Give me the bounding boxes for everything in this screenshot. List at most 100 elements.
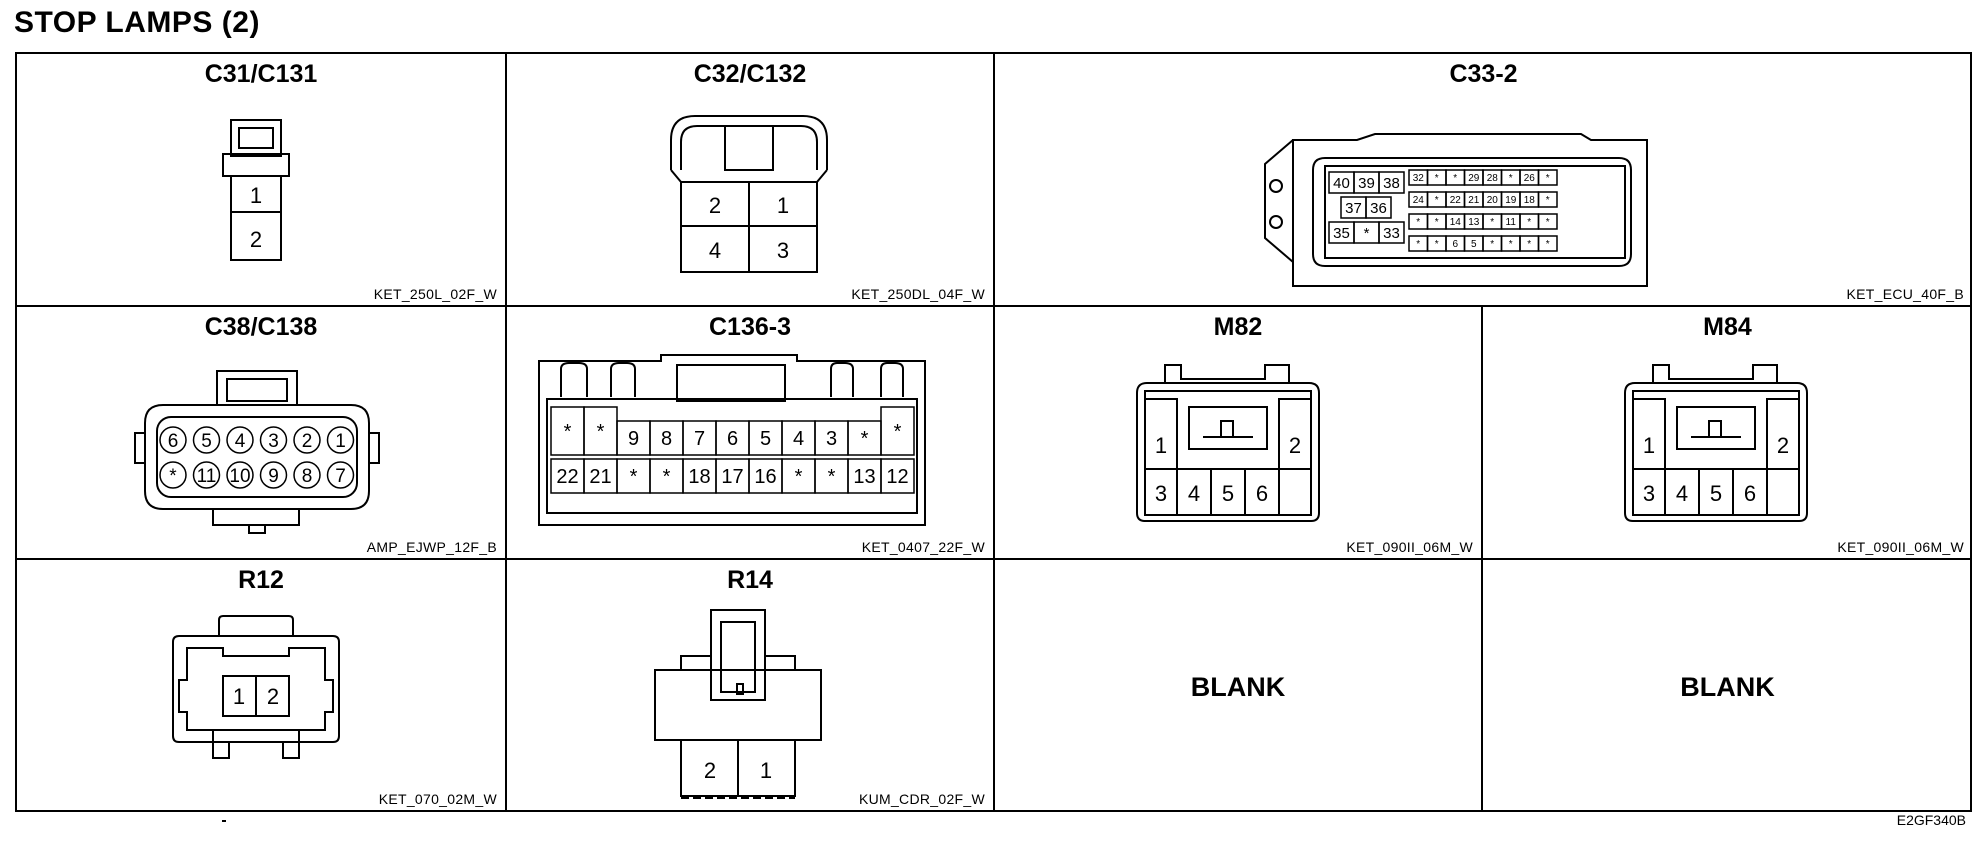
pin-4: 4 bbox=[1676, 481, 1688, 506]
pin-label: 37 bbox=[1345, 200, 1362, 217]
pin-label: 6 bbox=[168, 431, 179, 452]
pin-cell: 21 bbox=[1463, 191, 1484, 208]
connector-title: M84 bbox=[1703, 313, 1752, 341]
pin-2: 2 bbox=[250, 227, 262, 252]
pin-cell: 7 bbox=[682, 420, 717, 456]
pin-label: 3 bbox=[268, 431, 279, 452]
pin-cell: * bbox=[1482, 235, 1503, 252]
pin-label: * bbox=[564, 421, 572, 443]
pin-cell: 3 bbox=[814, 420, 849, 456]
connector-code: KET_250DL_04F_W bbox=[851, 286, 985, 302]
pin-cell: 16 bbox=[748, 458, 783, 494]
pin-label: 36 bbox=[1370, 200, 1387, 217]
connector-title: C32/C132 bbox=[693, 60, 807, 88]
pin-cell: 9 bbox=[616, 420, 651, 456]
pin-1: 1 bbox=[250, 183, 262, 208]
pin-cell: * bbox=[1426, 213, 1447, 230]
pin-label: * bbox=[630, 466, 638, 488]
cell-m84: M84 1 2 3 4 5 6 KET bbox=[1483, 307, 1972, 560]
pin-cell: 28 bbox=[1482, 169, 1503, 186]
pin-cell: * bbox=[616, 458, 651, 494]
pin-cell: 18 bbox=[1519, 191, 1540, 208]
blank-label: BLANK bbox=[1190, 672, 1286, 702]
pin-label: 22 bbox=[1450, 195, 1462, 206]
pin-cell: 22 bbox=[550, 458, 585, 494]
pin-label: 19 bbox=[1505, 195, 1517, 206]
pin-label: * bbox=[1509, 173, 1513, 184]
pin-cell: 40 bbox=[1328, 171, 1355, 194]
pin-cell: 19 bbox=[1500, 191, 1521, 208]
page-title: STOP LAMPS (2) bbox=[14, 6, 260, 39]
pin-cell: * bbox=[1519, 213, 1540, 230]
pin-cell: * bbox=[583, 406, 618, 456]
connector-grid: C31/C131 1 2 KET_250L_02F_W C32/C132 bbox=[15, 52, 1972, 812]
pin-label: 40 bbox=[1333, 175, 1350, 192]
connector-code: KET_090II_06M_W bbox=[1346, 539, 1473, 555]
pin-cell: 39 bbox=[1353, 171, 1380, 194]
pin-label: 28 bbox=[1487, 173, 1499, 184]
pin-cell: 12 bbox=[880, 458, 915, 494]
pin-label: 24 bbox=[1413, 195, 1425, 206]
pin-1: 1 bbox=[760, 758, 772, 783]
pin-label: 6 bbox=[727, 428, 738, 450]
pin-cell: 14 bbox=[1445, 213, 1466, 230]
connector-code: KET_ECU_40F_B bbox=[1846, 286, 1964, 302]
connector-title: C33-2 bbox=[1449, 60, 1518, 88]
pin-label: 29 bbox=[1468, 173, 1480, 184]
pin-2: 2 bbox=[1289, 433, 1301, 458]
cell-r14: R14 2 1 KUM_CDR_02F_W bbox=[507, 560, 995, 810]
pin-5: 5 bbox=[1222, 481, 1234, 506]
pin-5: 5 bbox=[1710, 481, 1722, 506]
pin-cell: * bbox=[781, 458, 816, 494]
cell-blank-2: BLANK bbox=[1483, 560, 1972, 810]
pin-label: 21 bbox=[589, 466, 611, 488]
pin-label: 6 bbox=[1452, 239, 1458, 250]
pin-cell: * bbox=[1445, 169, 1466, 186]
pin-3: 3 bbox=[1155, 481, 1167, 506]
pin-cell: 22 bbox=[1445, 191, 1466, 208]
pin-cell: * bbox=[1426, 169, 1447, 186]
pin-cell: 2 bbox=[293, 426, 321, 454]
cell-r12: R12 1 2 KET_070_02M_W bbox=[17, 560, 507, 810]
cell-c32: C32/C132 2 1 4 3 KET_250DL_04F_W bbox=[507, 54, 995, 307]
pin-label: 39 bbox=[1358, 175, 1375, 192]
pin-cell: * bbox=[1537, 213, 1558, 230]
connector-c31-drawing: 1 2 bbox=[222, 119, 290, 261]
pin-cell: 29 bbox=[1463, 169, 1484, 186]
pin-4: 4 bbox=[709, 238, 721, 263]
pin-cell: 4 bbox=[781, 420, 816, 456]
pin-label: * bbox=[663, 466, 671, 488]
pin-label: 21 bbox=[1468, 195, 1480, 206]
pin-6: 6 bbox=[1256, 481, 1268, 506]
pin-cell: * bbox=[880, 406, 915, 456]
pin-label: * bbox=[1490, 239, 1494, 250]
connector-c32-drawing: 2 1 4 3 bbox=[670, 115, 828, 273]
pin-2: 2 bbox=[704, 758, 716, 783]
pin-cell: 1 bbox=[326, 426, 355, 454]
pin-label: * bbox=[1527, 239, 1531, 250]
connector-title: R14 bbox=[727, 566, 773, 594]
cell-blank-1: BLANK bbox=[995, 560, 1483, 810]
pin-label: * bbox=[1546, 217, 1550, 228]
pin-label: * bbox=[894, 421, 902, 443]
pin-cell: * bbox=[1482, 213, 1503, 230]
pin-label: * bbox=[1435, 173, 1439, 184]
pin-label: 8 bbox=[661, 428, 672, 450]
pin-3: 3 bbox=[777, 238, 789, 263]
connector-title: R12 bbox=[238, 566, 284, 594]
pin-label: * bbox=[1416, 217, 1420, 228]
pin-label: 17 bbox=[721, 466, 743, 488]
pin-label: * bbox=[1490, 217, 1494, 228]
pin-label: 11 bbox=[1506, 217, 1517, 228]
pin-label: 12 bbox=[886, 466, 908, 488]
cell-c31: C31/C131 1 2 KET_250L_02F_W bbox=[17, 54, 507, 307]
pin-cell: * bbox=[1500, 235, 1521, 252]
pin-label: * bbox=[1435, 217, 1439, 228]
connector-r12-drawing: 1 2 bbox=[172, 615, 340, 759]
pin-label: * bbox=[1546, 239, 1550, 250]
